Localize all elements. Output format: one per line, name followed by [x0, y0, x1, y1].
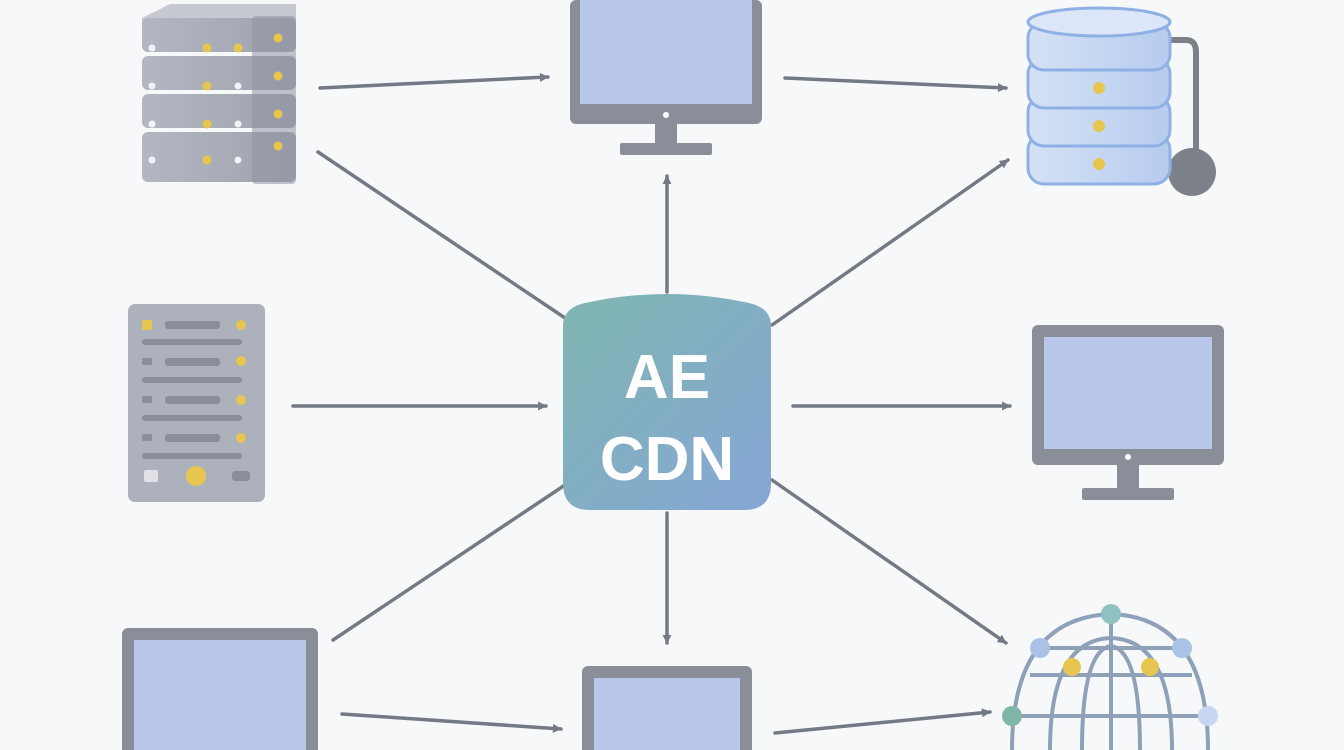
arrow-hub-to-database: [770, 158, 1010, 327]
globe-network-icon: [1002, 604, 1218, 750]
monitor-icon: [570, 0, 762, 155]
connectors: [291, 72, 1012, 735]
server-rack-icon: [142, 4, 296, 184]
hub-label-line2: CDN: [600, 425, 734, 494]
monitor-icon: [1032, 325, 1224, 500]
arrow-server-rack-to-top-monitor: [318, 72, 550, 90]
arrow-top-monitor-to-database: [783, 76, 1008, 93]
monitor-icon: [122, 628, 318, 750]
database-icon: [1026, 6, 1216, 196]
server-panel-icon: [128, 304, 265, 502]
line-server-rack-to-hub: [316, 150, 570, 322]
hub-label-line1: AE: [624, 343, 710, 412]
arrow-hub-to-globe: [770, 478, 1008, 645]
monitor-icon: [582, 666, 752, 750]
line-hub-to-bottom-left-monitor: [331, 483, 567, 642]
cdn-hub: AE CDN: [563, 294, 771, 510]
arrow-bottom-monitor-to-globe: [773, 708, 992, 735]
arrow-bottom-left-monitor-to-bottom-monitor: [340, 712, 563, 733]
